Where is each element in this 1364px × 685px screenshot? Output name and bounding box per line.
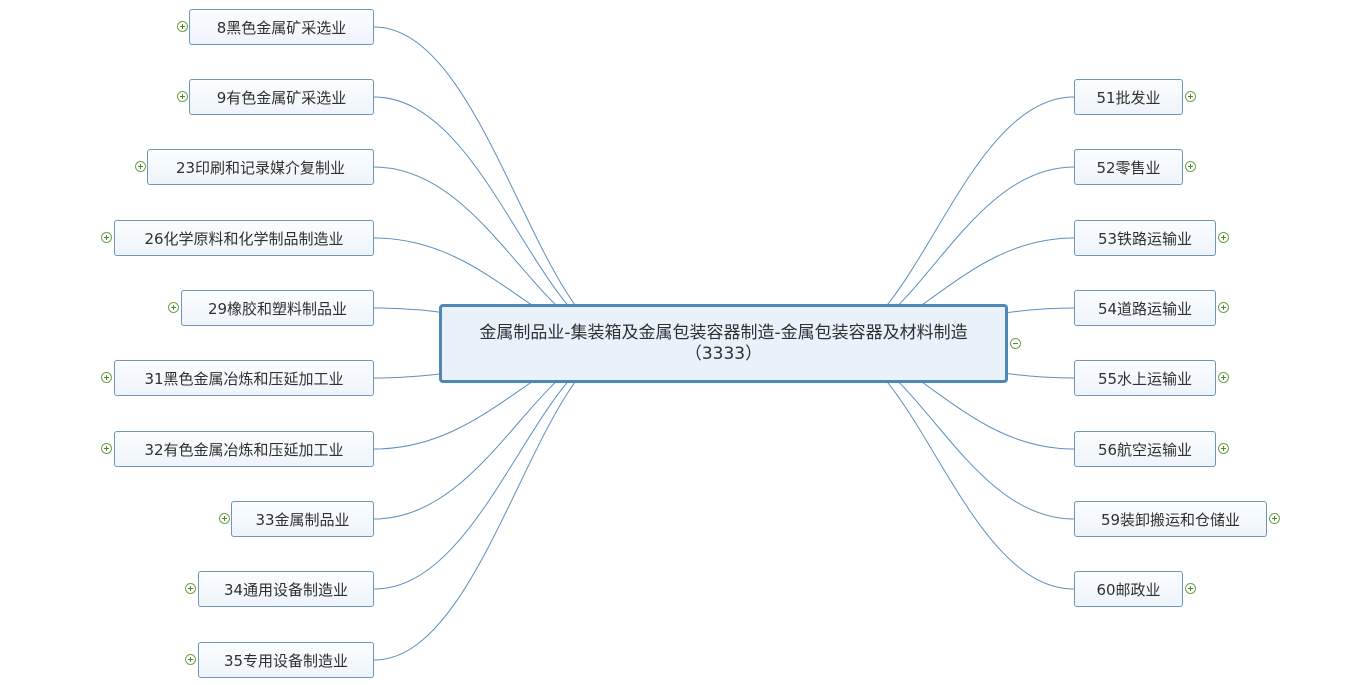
topic-label: 35专用设备制造业 <box>223 651 349 670</box>
plus-circle-icon[interactable] <box>101 232 112 243</box>
central-topic-label: 金属制品业-集装箱及金属包装容器制造-金属包装容器及材料制造（3333） <box>479 322 968 364</box>
topic-right-6[interactable]: 59装卸搬运和仓储业 <box>1074 501 1267 537</box>
topic-left-3[interactable]: 26化学原料和化学制品制造业 <box>114 220 374 256</box>
topic-left-8[interactable]: 34通用设备制造业 <box>198 571 374 607</box>
topic-right-4[interactable]: 55水上运输业 <box>1074 360 1216 396</box>
topic-label: 54道路运输业 <box>1097 299 1193 318</box>
plus-circle-icon[interactable] <box>1218 232 1229 243</box>
connector-line <box>373 343 630 661</box>
topic-right-3[interactable]: 54道路运输业 <box>1074 290 1216 326</box>
topic-left-2[interactable]: 23印刷和记录媒介复制业 <box>147 149 374 185</box>
plus-circle-icon[interactable] <box>1185 91 1196 102</box>
topic-right-5[interactable]: 56航空运输业 <box>1074 431 1216 467</box>
plus-circle-icon[interactable] <box>1185 161 1196 172</box>
minus-circle-icon[interactable] <box>1010 338 1021 349</box>
plus-circle-icon[interactable] <box>177 91 188 102</box>
topic-label: 9有色金属矿采选业 <box>216 88 347 107</box>
topic-label: 32有色金属冶炼和压延加工业 <box>144 440 344 459</box>
topic-label: 60邮政业 <box>1096 580 1161 599</box>
plus-circle-icon[interactable] <box>185 583 196 594</box>
plus-circle-icon[interactable] <box>101 372 112 383</box>
plus-circle-icon[interactable] <box>1218 302 1229 313</box>
topic-label: 31黑色金属冶炼和压延加工业 <box>144 369 344 388</box>
topic-label: 55水上运输业 <box>1097 369 1193 388</box>
topic-label: 8黑色金属矿采选业 <box>216 18 347 37</box>
plus-circle-icon[interactable] <box>1185 583 1196 594</box>
topic-left-7[interactable]: 33金属制品业 <box>231 501 374 537</box>
topic-left-1[interactable]: 9有色金属矿采选业 <box>189 79 374 115</box>
topic-label: 26化学原料和化学制品制造业 <box>144 229 344 248</box>
topic-label: 51批发业 <box>1096 88 1161 107</box>
plus-circle-icon[interactable] <box>1269 513 1280 524</box>
topic-left-9[interactable]: 35专用设备制造业 <box>198 642 374 678</box>
topic-right-7[interactable]: 60邮政业 <box>1074 571 1183 607</box>
topic-left-5[interactable]: 31黑色金属冶炼和压延加工业 <box>114 360 374 396</box>
topic-label: 53铁路运输业 <box>1097 229 1193 248</box>
plus-circle-icon[interactable] <box>219 513 230 524</box>
topic-right-1[interactable]: 52零售业 <box>1074 149 1183 185</box>
plus-circle-icon[interactable] <box>135 161 146 172</box>
central-topic[interactable]: 金属制品业-集装箱及金属包装容器制造-金属包装容器及材料制造（3333） <box>439 304 1008 383</box>
plus-circle-icon[interactable] <box>185 654 196 665</box>
topic-left-6[interactable]: 32有色金属冶炼和压延加工业 <box>114 431 374 467</box>
connector-line <box>373 26 630 344</box>
topic-label: 59装卸搬运和仓储业 <box>1100 510 1241 529</box>
topic-label: 29橡胶和塑料制品业 <box>207 299 348 318</box>
plus-circle-icon[interactable] <box>1218 372 1229 383</box>
plus-circle-icon[interactable] <box>1218 443 1229 454</box>
plus-circle-icon[interactable] <box>101 443 112 454</box>
plus-circle-icon[interactable] <box>168 302 179 313</box>
topic-label: 33金属制品业 <box>255 510 350 529</box>
topic-label: 23印刷和记录媒介复制业 <box>175 158 346 177</box>
topic-label: 52零售业 <box>1096 158 1161 177</box>
topic-left-4[interactable]: 29橡胶和塑料制品业 <box>181 290 374 326</box>
topic-left-0[interactable]: 8黑色金属矿采选业 <box>189 9 374 45</box>
topic-right-0[interactable]: 51批发业 <box>1074 79 1183 115</box>
plus-circle-icon[interactable] <box>177 21 188 32</box>
topic-label: 34通用设备制造业 <box>223 580 349 599</box>
topic-right-2[interactable]: 53铁路运输业 <box>1074 220 1216 256</box>
topic-label: 56航空运输业 <box>1097 440 1193 459</box>
